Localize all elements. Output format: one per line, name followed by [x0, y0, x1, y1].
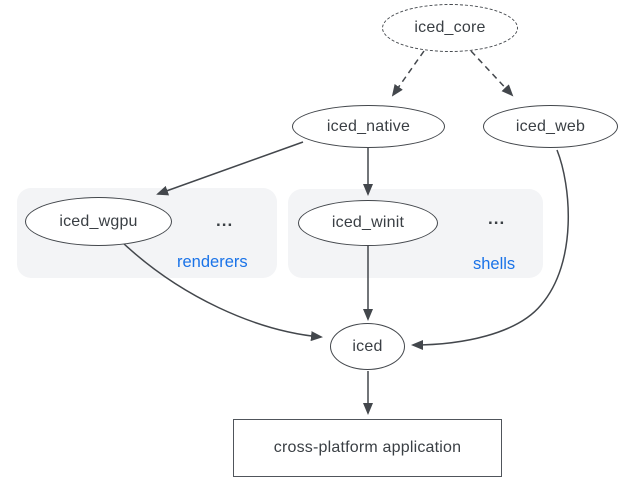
shells-group-label: shells — [473, 255, 516, 273]
node-iced-core: iced_core — [382, 4, 518, 52]
edge-core-to-native — [391, 50, 425, 97]
renderers-group-label: renderers — [177, 253, 248, 271]
node-iced-native: iced_native — [292, 105, 445, 148]
edge-wgpu-to-iced — [122, 242, 323, 342]
node-iced-winit: iced_winit — [298, 200, 438, 246]
edge-native-to-wgpu — [156, 141, 304, 196]
node-cross-platform-application: cross-platform application — [233, 419, 502, 477]
edge-web-to-iced — [411, 149, 569, 350]
node-iced-wgpu: iced_wgpu — [25, 197, 172, 246]
edge-core-to-web — [470, 50, 514, 97]
renderers-ellipsis: ... — [216, 211, 234, 230]
node-iced-web: iced_web — [483, 105, 618, 148]
node-iced: iced — [330, 323, 405, 370]
shells-ellipsis: ... — [488, 209, 506, 228]
